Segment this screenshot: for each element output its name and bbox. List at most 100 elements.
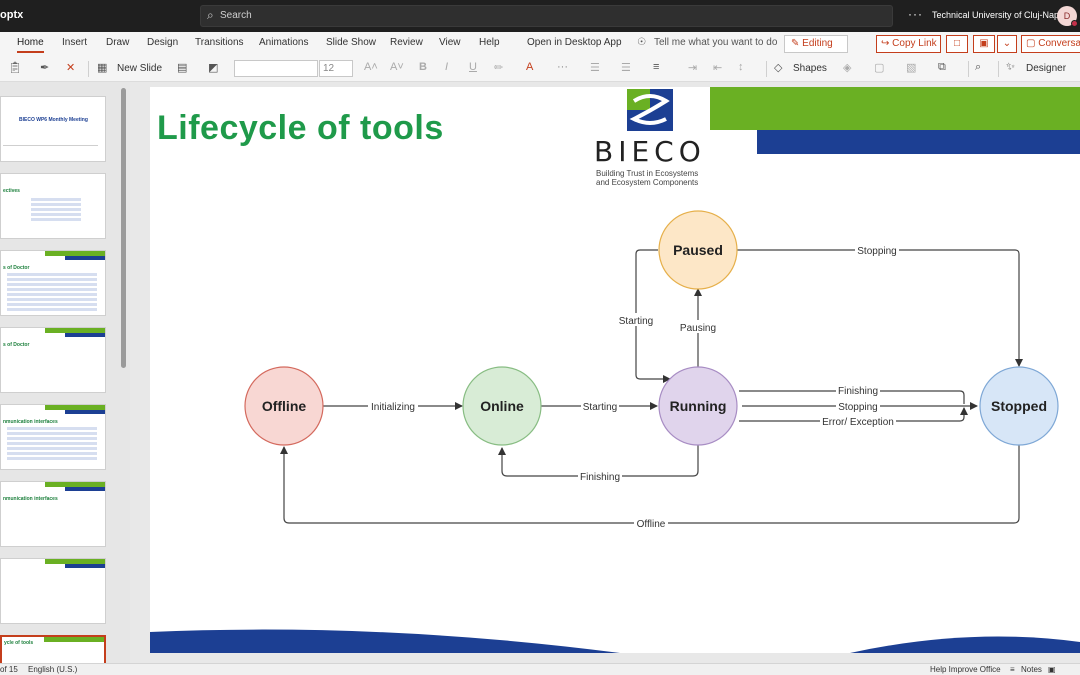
shapes-button[interactable]: Shapes — [793, 63, 827, 74]
file-name[interactable]: optx — [0, 9, 24, 21]
font-size-select[interactable]: 12 — [319, 60, 353, 77]
find-icon[interactable]: ⌕ — [975, 61, 982, 73]
language-indicator[interactable]: English (U.S.) — [28, 665, 78, 674]
thumbnail-blue-bar — [65, 256, 105, 260]
slide-title[interactable]: Lifecycle of tools — [157, 109, 444, 147]
slide-count: of 15 — [0, 665, 18, 674]
tab-transitions[interactable]: Transitions — [195, 37, 244, 48]
thumbnail-title: s of Doctor — [3, 342, 30, 348]
paste-icon[interactable]: 📋︎ — [8, 62, 22, 74]
line-spacing-icon[interactable]: ↕ — [738, 61, 744, 73]
tab-draw[interactable]: Draw — [106, 37, 130, 48]
tab-help[interactable]: Help — [479, 37, 500, 48]
font-color-icon[interactable]: A — [526, 61, 534, 73]
numbering-icon[interactable]: ☰ — [621, 62, 631, 74]
tab-animations[interactable]: Animations — [259, 37, 309, 48]
editing-mode-button[interactable]: ✎ Editing ⌄ — [784, 35, 848, 65]
indent-icon[interactable]: ⇥ — [688, 62, 698, 74]
tell-me-input[interactable]: Tell me what you want to do — [654, 37, 778, 48]
conversation-label: Conversat — [1038, 38, 1080, 49]
new-slide-button[interactable]: New Slide — [117, 63, 163, 74]
logo-tagline-2: and Ecosystem Components — [596, 178, 699, 187]
layout-icon[interactable]: ▤ — [177, 62, 188, 74]
bold-icon[interactable]: B — [419, 61, 427, 73]
slide-thumbnail-panel[interactable]: BIECO WP6 Monthly Meeting ectives s of D… — [0, 82, 130, 675]
shapes-icon[interactable]: ◇ — [774, 62, 783, 74]
tab-view[interactable]: View — [439, 37, 461, 48]
increase-font-icon[interactable]: A˄ — [364, 61, 378, 73]
open-desktop-app-link[interactable]: Open in Desktop App — [527, 37, 622, 48]
footer-blue-wave — [150, 629, 620, 653]
thumbnail-blue-bar — [65, 564, 105, 568]
arrange-icon[interactable]: ⧉ — [938, 61, 946, 73]
slide-thumbnail-2[interactable]: ectives — [0, 173, 106, 239]
thumbnail-table — [7, 273, 97, 313]
highlight-icon[interactable]: ✏ — [494, 62, 504, 74]
arrow-stopping-paused — [737, 249, 1023, 367]
bullets-icon[interactable]: ☰ — [590, 62, 600, 74]
pencil-icon: ✎ — [791, 38, 800, 49]
align-icon[interactable]: ≡ — [653, 61, 660, 73]
thumbnail-green-bar — [45, 251, 105, 256]
tab-home[interactable]: Home — [17, 37, 44, 53]
background-icon[interactable]: ◩ — [208, 62, 219, 74]
designer-icon[interactable]: ✨︎ — [1006, 61, 1016, 73]
thumbnail-title: ycle of tools — [4, 640, 34, 646]
underline-icon[interactable]: U — [469, 61, 477, 73]
new-slide-icon[interactable]: ▦ — [97, 62, 108, 74]
slide[interactable]: Lifecycle of tools BIECO Building Trust … — [150, 87, 1080, 653]
conversation-button[interactable]: ▢ Conversat — [1021, 35, 1080, 53]
shape-outline-icon[interactable]: ▢ — [874, 62, 885, 74]
search-box[interactable]: ⌕ Search — [200, 5, 893, 27]
tab-slide-show[interactable]: Slide Show — [326, 37, 377, 48]
shape-effects-icon[interactable]: ▧ — [906, 62, 917, 74]
slide-thumbnail-7[interactable] — [0, 558, 106, 624]
shape-fill-icon[interactable]: ◈ — [843, 62, 852, 74]
comments-icon[interactable]: □ — [946, 35, 968, 53]
more-font-options-icon[interactable]: ··· — [557, 61, 568, 73]
thumbnail-content — [31, 198, 81, 223]
command-toolbar: 📋︎ ✒ ✕ ▦ New Slide ▤ ◩ 12 A˄ A˅ B I U ✏ … — [0, 56, 1080, 82]
slide-thumbnail-6[interactable]: nmunication interfaces — [0, 481, 106, 547]
outdent-icon[interactable]: ⇤ — [713, 62, 723, 74]
delete-icon[interactable]: ✕ — [66, 62, 76, 74]
more-options-icon[interactable]: ··· — [908, 7, 923, 21]
tab-design[interactable]: Design — [147, 37, 179, 48]
thumbnail-green-bar — [45, 405, 105, 410]
slide-thumbnail-3[interactable]: s of Doctor — [0, 250, 106, 316]
decrease-font-icon[interactable]: A˅ — [390, 61, 404, 73]
copy-link-button[interactable]: ↪ Copy Link — [876, 35, 941, 53]
notes-button[interactable]: Notes — [1021, 665, 1042, 674]
state-online-label: Online — [480, 398, 524, 414]
font-family-select[interactable] — [234, 60, 318, 77]
notes-icon[interactable]: ≡ — [1010, 665, 1015, 674]
label-starting-paused: Starting — [619, 316, 653, 327]
tab-insert[interactable]: Insert — [62, 37, 88, 48]
thumbnail-title: BIECO WP6 Monthly Meeting — [19, 117, 88, 123]
slide-thumbnail-1[interactable]: BIECO WP6 Monthly Meeting — [0, 96, 106, 162]
slide-thumbnail-4[interactable]: s of Doctor — [0, 327, 106, 393]
status-bar: of 15 English (U.S.) Help Improve Office… — [0, 663, 1080, 675]
font-size-value: 12 — [323, 63, 335, 74]
label-initializing: Initializing — [371, 402, 415, 413]
present-icon[interactable]: ▣ — [973, 35, 995, 53]
normal-view-icon[interactable]: ▣ — [1048, 665, 1056, 674]
label-stopping-paused: Stopping — [857, 246, 896, 257]
avatar[interactable]: D — [1057, 6, 1078, 27]
format-painter-icon[interactable]: ✒ — [40, 62, 50, 74]
label-pausing: Pausing — [680, 323, 716, 334]
arrow-offline — [280, 445, 1020, 524]
logo-wordmark: BIECO — [594, 135, 706, 168]
state-running-node — [658, 366, 738, 446]
thumbnail-green-bar — [45, 328, 105, 333]
slide-thumbnail-5[interactable]: nmunication interfaces — [0, 404, 106, 470]
tab-review[interactable]: Review — [390, 37, 423, 48]
help-improve-link[interactable]: Help Improve Office — [930, 665, 1001, 674]
thumbnail-blue-bar — [65, 410, 105, 414]
state-stopped-label: Stopped — [991, 398, 1047, 414]
designer-button[interactable]: Designer — [1026, 63, 1067, 74]
present-options-chevron-icon[interactable]: ⌄ — [997, 35, 1017, 53]
italic-icon[interactable]: I — [445, 61, 449, 73]
thumbnail-scrollbar[interactable] — [121, 88, 126, 368]
arrow-error — [739, 407, 968, 422]
